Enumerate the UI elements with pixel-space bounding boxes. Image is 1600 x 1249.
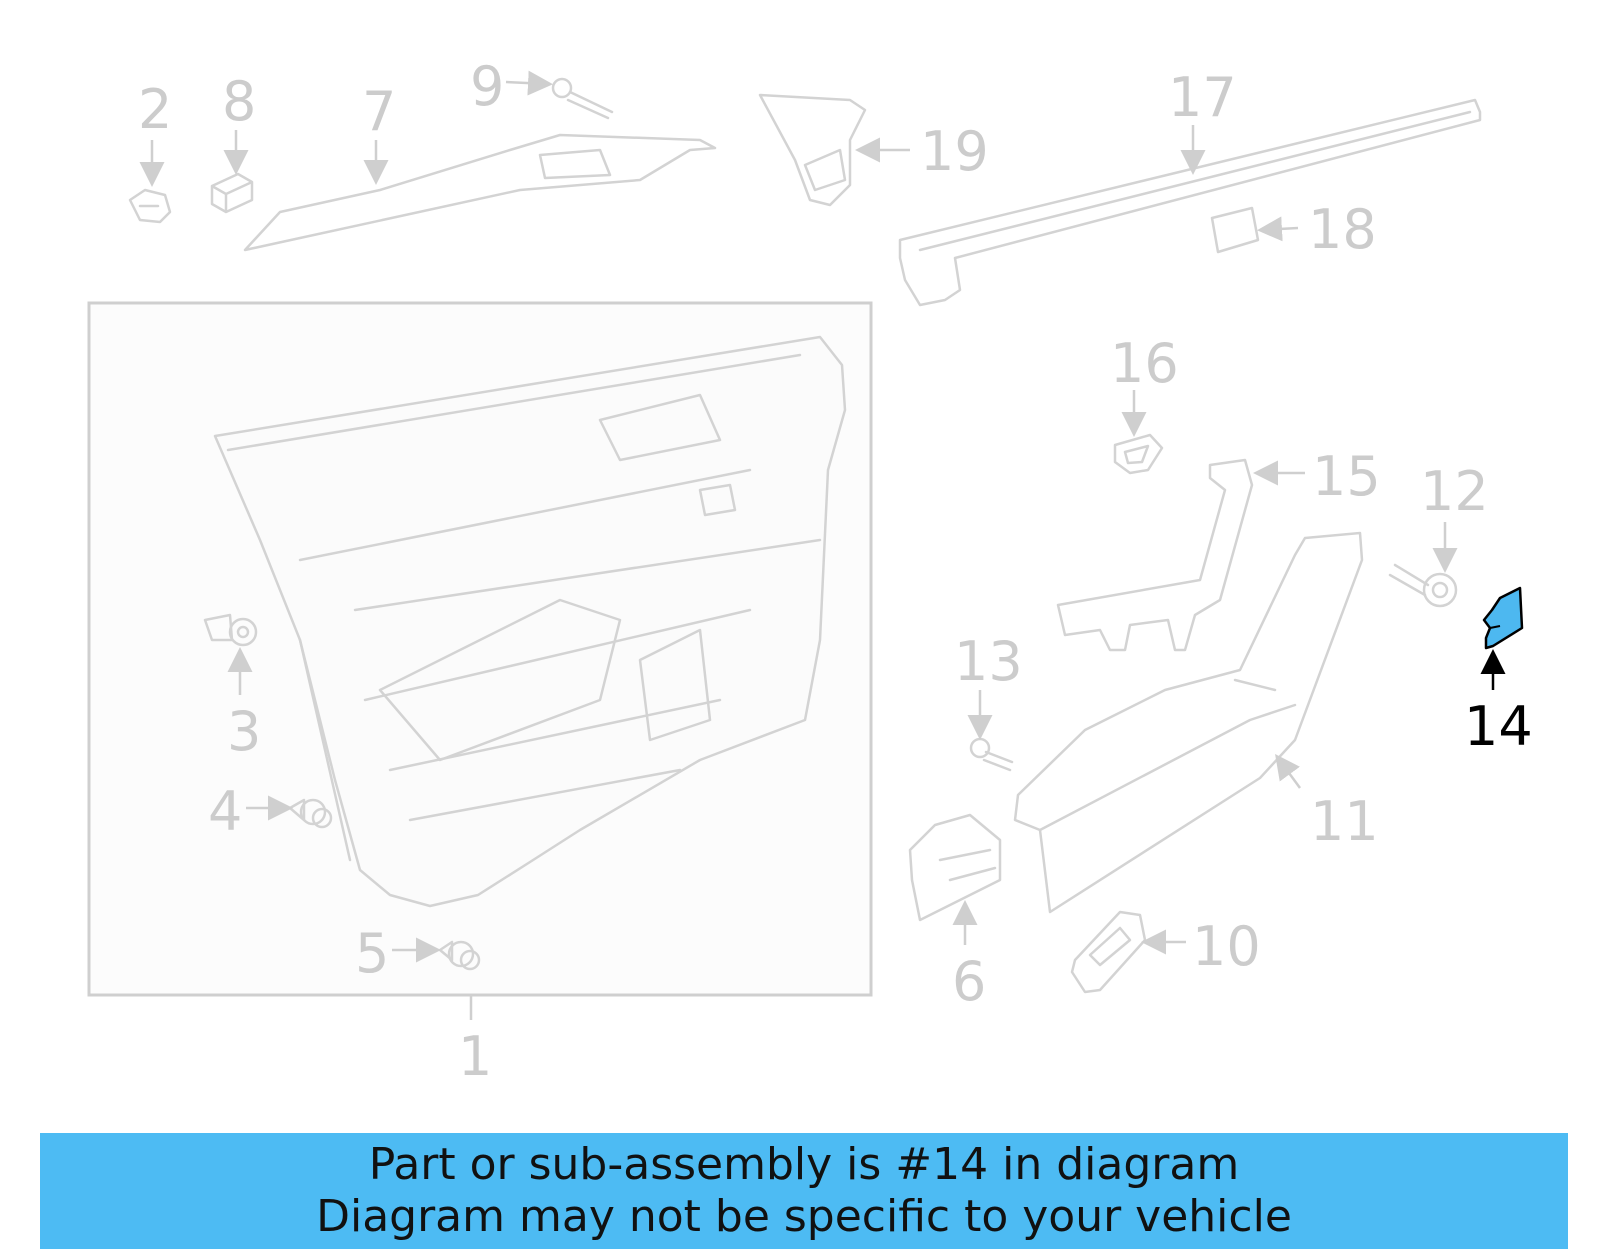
callout-13: 13 bbox=[954, 630, 1023, 693]
screw-part-12[interactable] bbox=[1388, 563, 1458, 608]
clip-part-3[interactable] bbox=[203, 613, 258, 647]
callout-11: 11 bbox=[1310, 790, 1379, 853]
callout-17: 17 bbox=[1168, 66, 1237, 129]
screw-part-9[interactable] bbox=[551, 77, 614, 120]
callout-8: 8 bbox=[222, 70, 256, 133]
callout-3: 3 bbox=[227, 700, 261, 763]
callout-15: 15 bbox=[1312, 445, 1381, 508]
callout-18: 18 bbox=[1308, 198, 1377, 261]
clip-part-5[interactable] bbox=[438, 940, 481, 971]
mirror-bracket-part-19[interactable] bbox=[758, 93, 867, 207]
callout-5: 5 bbox=[355, 922, 389, 985]
callout-4: 4 bbox=[208, 780, 242, 843]
part-info-banner: Part or sub-assembly is #14 in diagram D… bbox=[40, 1133, 1568, 1249]
callout-9: 9 bbox=[470, 55, 504, 118]
upper-garnish-part-7[interactable] bbox=[243, 133, 717, 252]
banner-part-line: Part or sub-assembly is #14 in diagram bbox=[368, 1139, 1240, 1190]
callout-10: 10 bbox=[1192, 915, 1261, 978]
callout-14: 14 bbox=[1464, 695, 1533, 758]
screw-part-13[interactable] bbox=[969, 737, 1014, 772]
clip-part-4[interactable] bbox=[288, 798, 333, 829]
callout-16: 16 bbox=[1110, 332, 1179, 395]
switch-base-part-10[interactable] bbox=[1070, 910, 1147, 994]
clip-block-part-18[interactable] bbox=[1210, 206, 1260, 254]
bracket-part-15[interactable] bbox=[1056, 458, 1254, 652]
belt-moulding-part-17[interactable] bbox=[898, 98, 1482, 307]
retainer-part-8[interactable] bbox=[210, 172, 254, 214]
callout-1: 1 bbox=[458, 1025, 492, 1088]
callout-7: 7 bbox=[362, 80, 396, 143]
banner-disclaimer-line: Diagram may not be specific to your vehi… bbox=[316, 1191, 1292, 1242]
callout-19: 19 bbox=[920, 120, 989, 183]
door-trim-panel-part[interactable] bbox=[213, 335, 847, 908]
grommet-part-16[interactable] bbox=[1113, 433, 1164, 475]
callout-2: 2 bbox=[138, 78, 172, 141]
clip-part-2[interactable] bbox=[128, 188, 172, 224]
callout-12: 12 bbox=[1420, 460, 1489, 523]
callout-6: 6 bbox=[952, 950, 986, 1013]
pocket-bracket-part-6[interactable] bbox=[908, 813, 1002, 922]
highlighted-clip-part-14[interactable] bbox=[1482, 586, 1524, 650]
armrest-part-11[interactable] bbox=[1013, 531, 1364, 914]
